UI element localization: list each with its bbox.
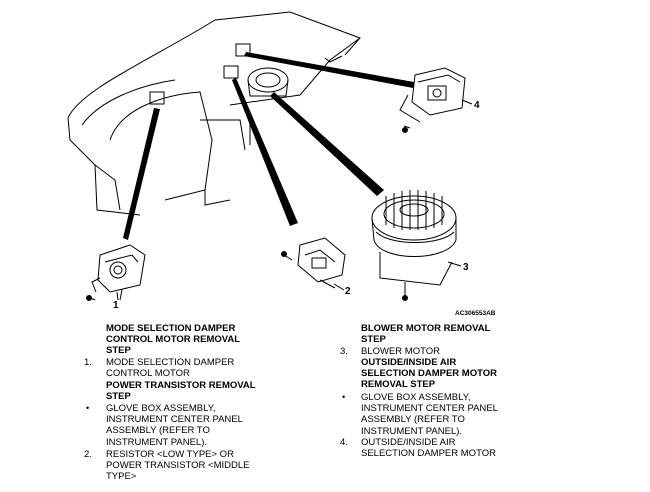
dash-damper-motor-part: [149, 43, 289, 105]
heading-line: STEP: [361, 334, 386, 346]
heading-line: MODE SELECTION DAMPER: [106, 323, 236, 334]
text-line: MODE SELECTION DAMPER: [106, 357, 235, 368]
heading-line: STEP: [106, 345, 131, 357]
blower-motor-drawing: [371, 190, 457, 301]
text-line: CONTROL MOTOR: [106, 368, 190, 380]
callout-2: 2: [345, 286, 351, 297]
text-line: OUTSIDE/INSIDE AIR: [361, 437, 456, 448]
leader-wedges: [123, 52, 414, 240]
heading-line: POWER TRANSISTOR REMOVAL: [106, 380, 256, 391]
text-line: GLOVE BOX ASSEMBLY,: [361, 392, 471, 403]
step-number-2: 2.: [84, 449, 92, 460]
step-1-text: MODE SELECTION DAMPER CONTROL MOTOR: [106, 357, 234, 379]
step-number-3: 3.: [340, 346, 348, 357]
air-damper-motor-drawing: [399, 67, 466, 133]
step-3-text: BLOWER MOTOR: [361, 346, 440, 357]
callout-4: 4: [474, 100, 480, 111]
heading-line: SELECTION DAMPER MOTOR: [361, 368, 497, 380]
air-damper-heading: OUTSIDE/INSIDE AIR SELECTION DAMPER MOTO…: [361, 357, 497, 391]
text-line: TYPE>: [106, 471, 137, 483]
heading-line: CONTROL MOTOR REMOVAL: [106, 334, 241, 346]
text-line: GLOVE BOX ASSEMBLY,: [106, 403, 216, 414]
text-line: ASSEMBLY (REFER TO: [106, 425, 210, 437]
mode-damper-motor-drawing: [86, 244, 146, 301]
left-bullet-text: GLOVE BOX ASSEMBLY, INSTRUMENT CENTER PA…: [106, 403, 243, 448]
step-4-text: OUTSIDE/INSIDE AIR SELECTION DAMPER MOTO…: [361, 437, 496, 459]
bullet-marker: •: [342, 392, 346, 402]
heading-line: STEP: [106, 391, 131, 403]
blower-motor-heading: BLOWER MOTOR REMOVAL STEP: [361, 323, 490, 345]
mode-damper-heading: MODE SELECTION DAMPER CONTROL MOTOR REMO…: [106, 323, 240, 357]
power-transistor-drawing: [281, 237, 346, 289]
step-number-4: 4.: [340, 437, 348, 448]
text-line: BLOWER MOTOR: [361, 346, 440, 357]
text-line: INSTRUMENT CENTER PANEL: [361, 403, 498, 415]
bullet-marker: •: [86, 403, 90, 413]
text-line: RESISTOR <LOW TYPE> OR: [106, 449, 234, 460]
callout-leaders: [116, 99, 473, 301]
heading-line: REMOVAL STEP: [361, 379, 436, 391]
callout-3: 3: [463, 262, 469, 273]
step-2-text: RESISTOR <LOW TYPE> OR POWER TRANSISTOR …: [106, 449, 250, 483]
text-line: INSTRUMENT PANEL).: [106, 436, 207, 448]
text-line: POWER TRANSISTOR <MIDDLE: [106, 460, 250, 472]
right-bullet-text: GLOVE BOX ASSEMBLY, INSTRUMENT CENTER PA…: [361, 392, 498, 437]
exploded-view-illustration: [67, 11, 473, 301]
callout-1: 1: [113, 300, 119, 311]
heading-line: OUTSIDE/INSIDE AIR: [361, 357, 457, 368]
text-line: INSTRUMENT PANEL).: [361, 425, 462, 437]
power-transistor-heading: POWER TRANSISTOR REMOVAL STEP: [106, 380, 256, 402]
figure-code: AC306553AB: [455, 310, 496, 317]
text-line: ASSEMBLY (REFER TO: [361, 414, 465, 426]
heading-line: BLOWER MOTOR REMOVAL: [361, 323, 491, 334]
text-line: SELECTION DAMPER MOTOR: [361, 448, 496, 460]
text-line: INSTRUMENT CENTER PANEL: [106, 414, 243, 426]
step-number-1: 1.: [84, 357, 92, 368]
dashboard-outline: [67, 11, 361, 216]
